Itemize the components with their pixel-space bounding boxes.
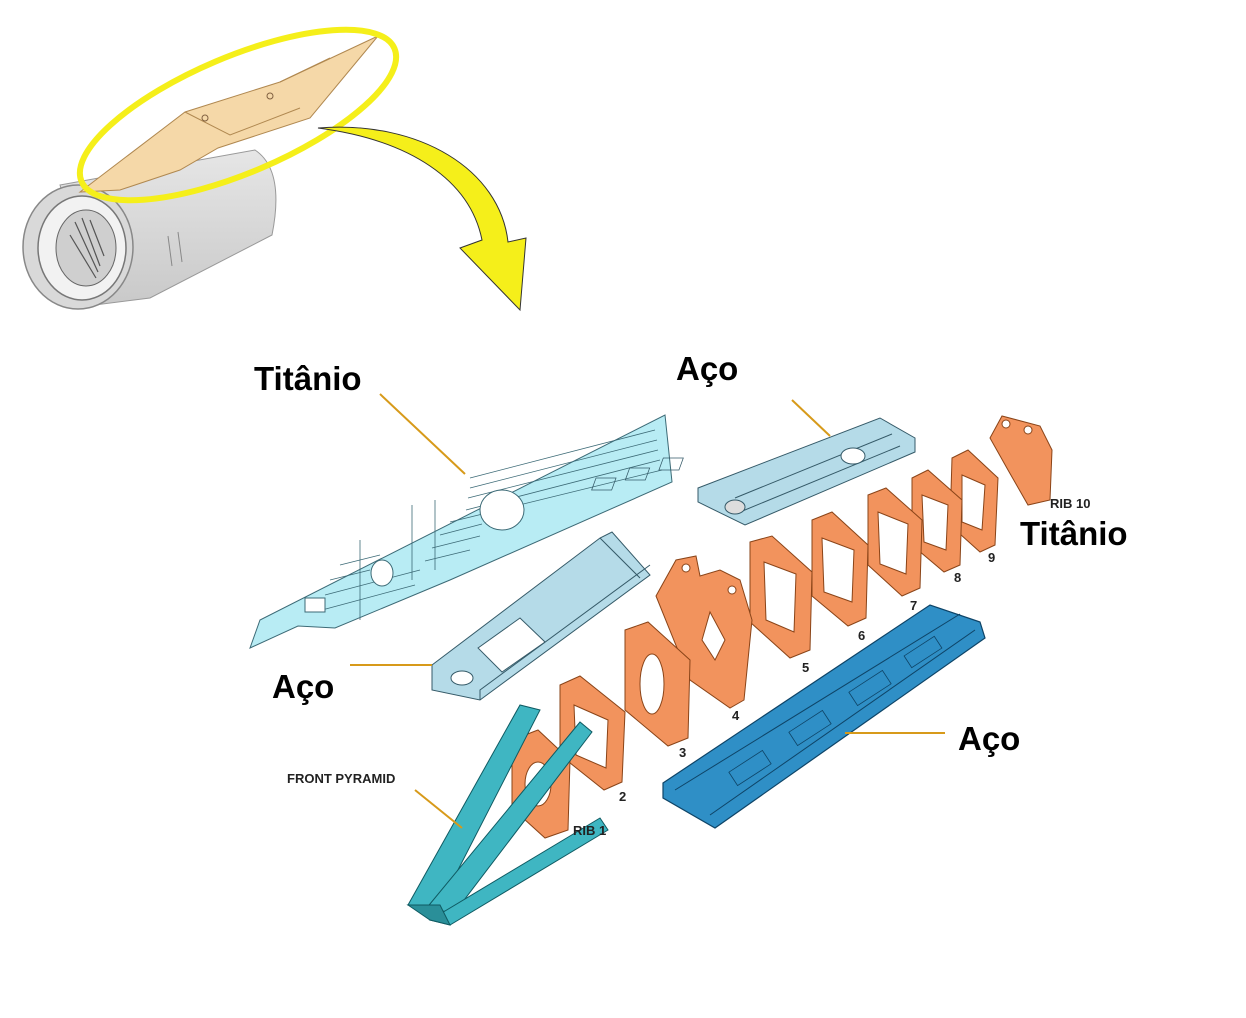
rib-number-9: 9 <box>988 550 995 565</box>
rib-2 <box>559 675 626 791</box>
rib-10 <box>989 415 1053 506</box>
rib-number-5: 5 <box>802 660 809 675</box>
rib-9 <box>949 449 999 553</box>
highlight-ring <box>76 26 400 204</box>
front-pyramid <box>406 704 609 926</box>
rib-10-label: RIB 10 <box>1050 496 1090 511</box>
rib-6 <box>811 511 869 627</box>
steel-label-upper: Aço <box>676 350 738 387</box>
rib-4 <box>655 555 753 709</box>
titanium-label-panel: Titânio <box>254 360 362 397</box>
rib-3 <box>624 621 691 747</box>
rib-number-4: 4 <box>732 708 740 723</box>
steel-label-mid: Aço <box>272 668 334 705</box>
rib-number-6: 6 <box>858 628 865 643</box>
leader-lines <box>350 393 945 829</box>
rib-number-8: 8 <box>954 570 961 585</box>
rib-7 <box>867 487 923 597</box>
steel-lower-spar <box>662 604 986 829</box>
rib-8 <box>911 469 963 573</box>
rib-number-2: 2 <box>619 789 626 804</box>
rib-number-7: 7 <box>910 598 917 613</box>
steel-label-lower: Aço <box>958 720 1020 757</box>
rib-1-label: RIB 1 <box>573 823 606 838</box>
steel-upper-spar <box>591 417 916 526</box>
titanium-side-panel <box>249 414 673 649</box>
steel-mid-spar <box>431 531 651 701</box>
rib-number-3: 3 <box>679 745 686 760</box>
front-pyramid-label: FRONT PYRAMID <box>287 771 395 786</box>
rib-5 <box>749 535 813 659</box>
engine-pylon-illustration <box>78 35 379 193</box>
curved-arrow <box>317 126 527 312</box>
titanium-label-rib10: Titânio <box>1020 515 1128 552</box>
